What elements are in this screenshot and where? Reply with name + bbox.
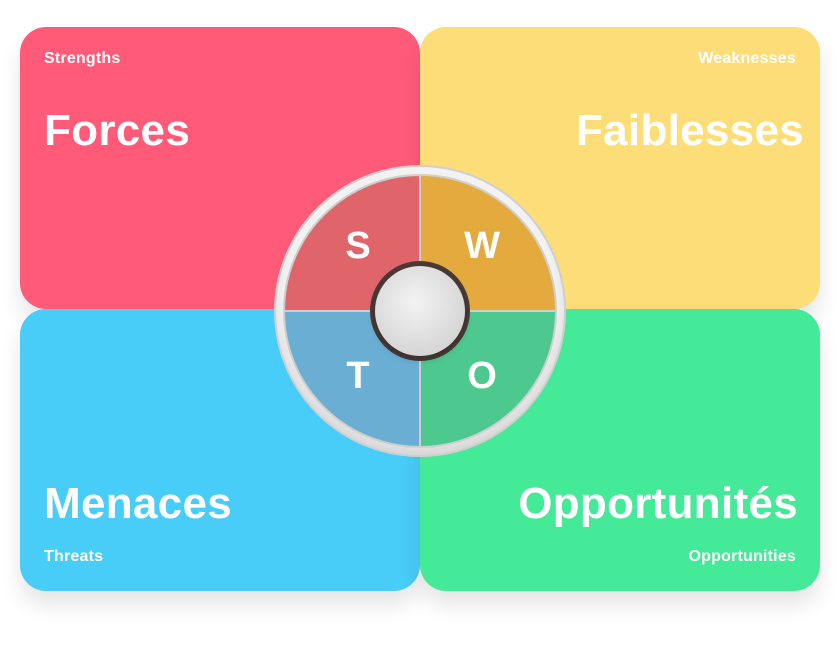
hub-button	[375, 266, 465, 356]
letter-w: W	[464, 225, 500, 267]
swot-wheel: S W T O	[272, 163, 568, 459]
letter-o: O	[467, 355, 497, 397]
weaknesses-subtitle: Weaknesses	[698, 50, 796, 67]
opportunities-subtitle: Opportunities	[688, 548, 796, 565]
threats-subtitle: Threats	[44, 548, 104, 565]
weaknesses-title: Faiblesses	[575, 106, 804, 155]
quadrant-strengths: Strengths Forces	[20, 27, 420, 309]
swot-wheel-graphic: S W T O	[274, 165, 566, 457]
threats-title: Menaces	[44, 479, 232, 528]
letter-s: S	[345, 225, 370, 267]
strengths-subtitle: Strengths	[44, 50, 121, 67]
strengths-title: Forces	[44, 106, 191, 155]
opportunities-title: Opportunités	[518, 479, 798, 528]
letter-t: T	[346, 355, 369, 397]
